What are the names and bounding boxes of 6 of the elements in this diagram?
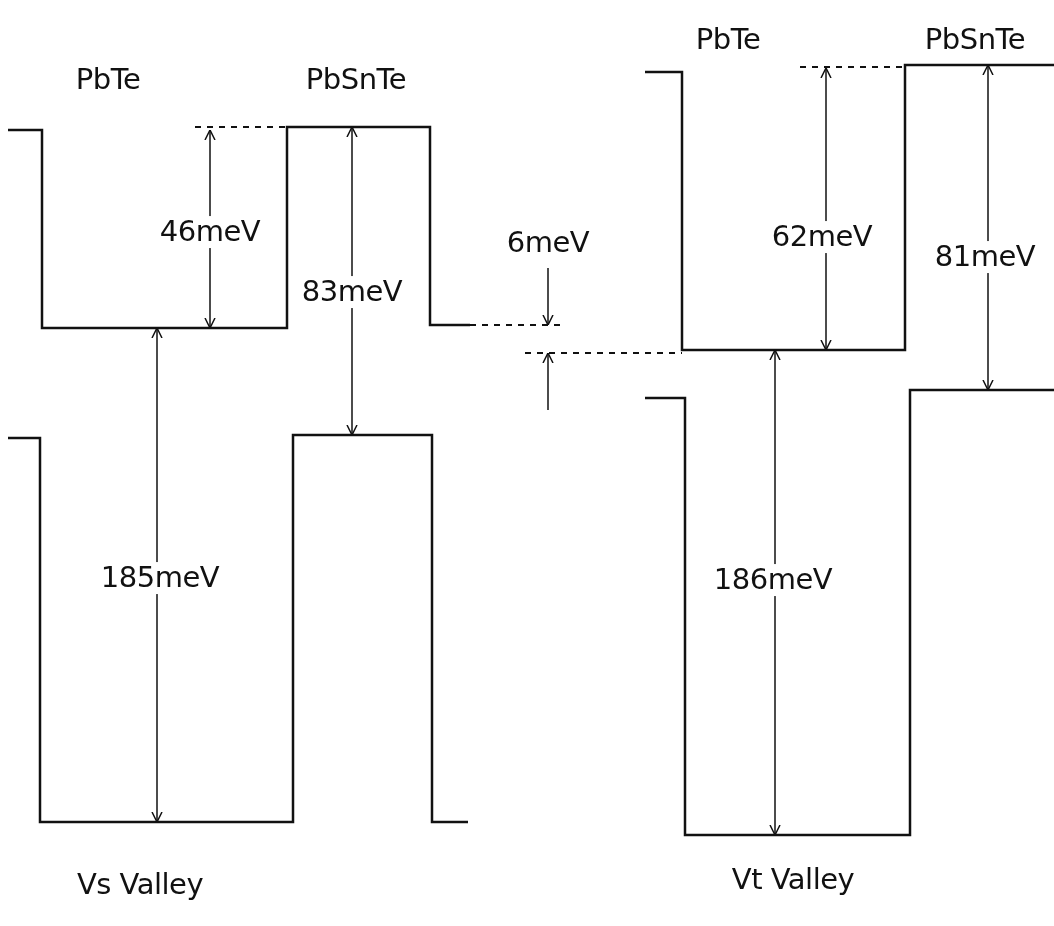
- valley-label: Vt Valley: [730, 864, 856, 896]
- material-label: PbSnTe: [923, 24, 1027, 56]
- valley-label: Vs Valley: [75, 869, 205, 901]
- material-label: PbSnTe: [304, 64, 408, 96]
- material-label: PbTe: [694, 24, 762, 56]
- material-label: PbTe: [74, 64, 142, 96]
